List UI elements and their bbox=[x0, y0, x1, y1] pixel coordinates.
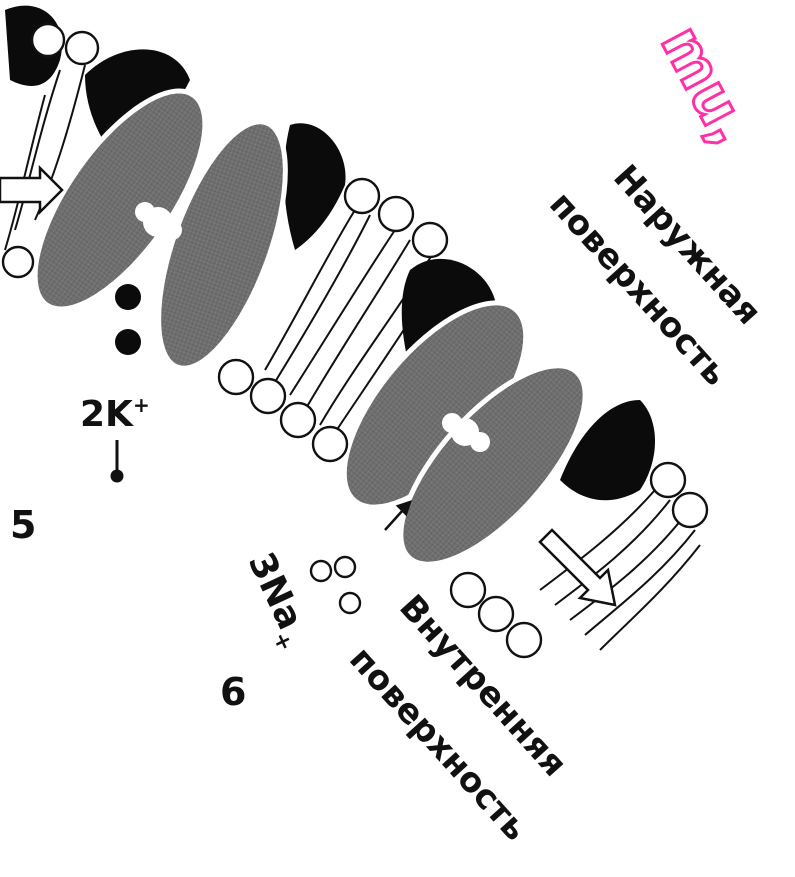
black-protein-middle bbox=[284, 123, 346, 250]
watermark-fragment: mu, bbox=[648, 15, 766, 156]
na-ion-3 bbox=[340, 593, 360, 613]
potassium-charge: + bbox=[133, 393, 150, 417]
potassium-arrow bbox=[112, 440, 122, 481]
sodium-label: 3Na+ bbox=[233, 546, 318, 655]
channel-left-3 bbox=[162, 220, 182, 240]
channel-right-2 bbox=[442, 413, 462, 433]
potassium-label-text: 2K bbox=[80, 394, 134, 435]
potassium-ions bbox=[115, 284, 141, 355]
channel-left-2 bbox=[135, 202, 155, 222]
na-ion-1 bbox=[311, 561, 331, 581]
panel-number-5: 5 bbox=[10, 503, 36, 547]
k-ion-1 bbox=[115, 284, 141, 310]
inner-surface-line2: поверхность bbox=[341, 639, 535, 849]
channel-right-3 bbox=[470, 432, 490, 452]
sodium-charge: + bbox=[267, 628, 297, 655]
sodium-ions bbox=[311, 557, 360, 613]
sodium-label-text: 3Na bbox=[240, 546, 311, 635]
potassium-label: 2K+ bbox=[80, 393, 150, 435]
panel-number-6: 6 bbox=[220, 670, 246, 714]
k-ion-2 bbox=[115, 329, 141, 355]
na-ion-2 bbox=[335, 557, 355, 577]
